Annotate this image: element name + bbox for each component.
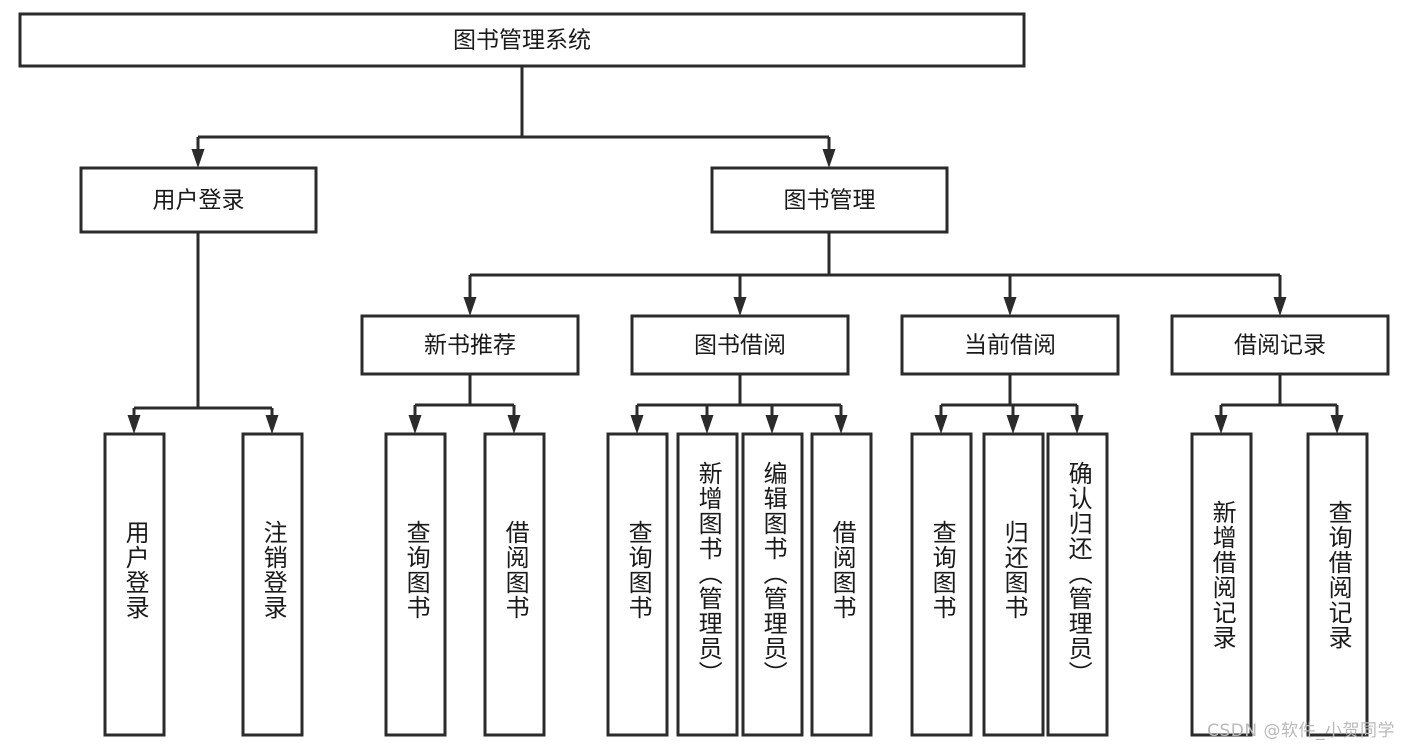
node-current-borrow-label: 当前借阅 <box>964 333 1056 359</box>
node-root[interactable] <box>18 12 1026 68</box>
arrow-head-icon <box>834 415 848 434</box>
node-leaf-add-borrow-rec-rect[interactable] <box>1190 432 1253 737</box>
node-new-book-recommend-label: 新书推荐 <box>424 333 516 359</box>
arrow-head-icon <box>1006 415 1020 434</box>
node-user-login-label: 用户登录 <box>153 188 245 214</box>
node-leaf-logout-login[interactable] <box>241 432 304 737</box>
node-borrow-record-rect[interactable] <box>1170 314 1390 376</box>
node-leaf-edit-book[interactable] <box>741 432 804 737</box>
node-book-borrow-rect[interactable] <box>630 314 850 376</box>
node-leaf-edit-book-rect[interactable] <box>741 432 804 737</box>
arrow-head-icon <box>1070 415 1084 434</box>
node-leaf-confirm-return-rect[interactable] <box>1046 432 1109 737</box>
node-leaf-borrow-book-1[interactable] <box>483 432 546 737</box>
arrow-head-icon <box>127 415 141 434</box>
node-leaf-add-book-rect[interactable] <box>676 432 739 737</box>
node-root-label: 图书管理系统 <box>453 28 591 54</box>
arrow-head-icon <box>408 415 422 434</box>
node-leaf-return-book[interactable] <box>982 432 1045 737</box>
node-book-manage-label: 图书管理 <box>784 188 876 214</box>
arrow-head-icon <box>765 415 779 434</box>
arrow-head-icon <box>733 297 747 316</box>
node-leaf-query-book-2[interactable] <box>606 432 669 737</box>
arrow-head-icon <box>1330 415 1344 434</box>
node-user-login[interactable] <box>79 166 318 234</box>
arrow-head-icon <box>630 415 644 434</box>
node-leaf-borrow-book-1-rect[interactable] <box>483 432 546 737</box>
arrow-head-icon <box>934 415 948 434</box>
node-root-rect[interactable] <box>18 12 1026 68</box>
arrow-head-icon <box>1214 415 1228 434</box>
node-leaf-add-borrow-rec[interactable] <box>1190 432 1253 737</box>
node-current-borrow-rect[interactable] <box>900 314 1120 376</box>
node-leaf-logout-login-rect[interactable] <box>241 432 304 737</box>
node-leaf-query-book-2-rect[interactable] <box>606 432 669 737</box>
node-leaf-query-borrow-rec[interactable] <box>1306 432 1369 737</box>
node-leaf-user-login[interactable] <box>103 432 166 737</box>
node-new-book-recommend[interactable] <box>360 314 580 376</box>
watermark-text: CSDN @软件_小贺同学 <box>1207 721 1395 741</box>
arrow-head-icon <box>507 415 521 434</box>
node-leaf-borrow-book-2[interactable] <box>810 432 873 737</box>
node-book-manage[interactable] <box>710 166 949 234</box>
node-user-login-rect[interactable] <box>79 166 318 234</box>
arrow-head-icon <box>265 415 279 434</box>
arrow-head-icon <box>1003 297 1017 316</box>
node-leaf-query-book-3-rect[interactable] <box>910 432 973 737</box>
arrow-head-icon <box>1273 297 1287 316</box>
node-leaf-return-book-rect[interactable] <box>982 432 1045 737</box>
node-leaf-query-book-1[interactable] <box>384 432 447 737</box>
node-current-borrow[interactable] <box>900 314 1120 376</box>
node-book-borrow-label: 图书借阅 <box>694 333 786 359</box>
edges-layer <box>127 66 1344 434</box>
node-book-manage-rect[interactable] <box>710 166 949 234</box>
node-leaf-query-book-1-rect[interactable] <box>384 432 447 737</box>
boxes-layer <box>18 12 1390 737</box>
arrow-head-icon <box>822 149 836 168</box>
arrow-head-icon <box>191 149 205 168</box>
node-borrow-record[interactable] <box>1170 314 1390 376</box>
node-borrow-record-label: 借阅记录 <box>1234 333 1326 359</box>
arrow-head-icon <box>463 297 477 316</box>
node-leaf-add-book[interactable] <box>676 432 739 737</box>
arrow-head-icon <box>700 415 714 434</box>
node-book-borrow[interactable] <box>630 314 850 376</box>
node-leaf-query-borrow-rec-rect[interactable] <box>1306 432 1369 737</box>
node-leaf-borrow-book-2-rect[interactable] <box>810 432 873 737</box>
node-leaf-query-book-3[interactable] <box>910 432 973 737</box>
node-leaf-confirm-return[interactable] <box>1046 432 1109 737</box>
node-new-book-recommend-rect[interactable] <box>360 314 580 376</box>
node-leaf-user-login-rect[interactable] <box>103 432 166 737</box>
